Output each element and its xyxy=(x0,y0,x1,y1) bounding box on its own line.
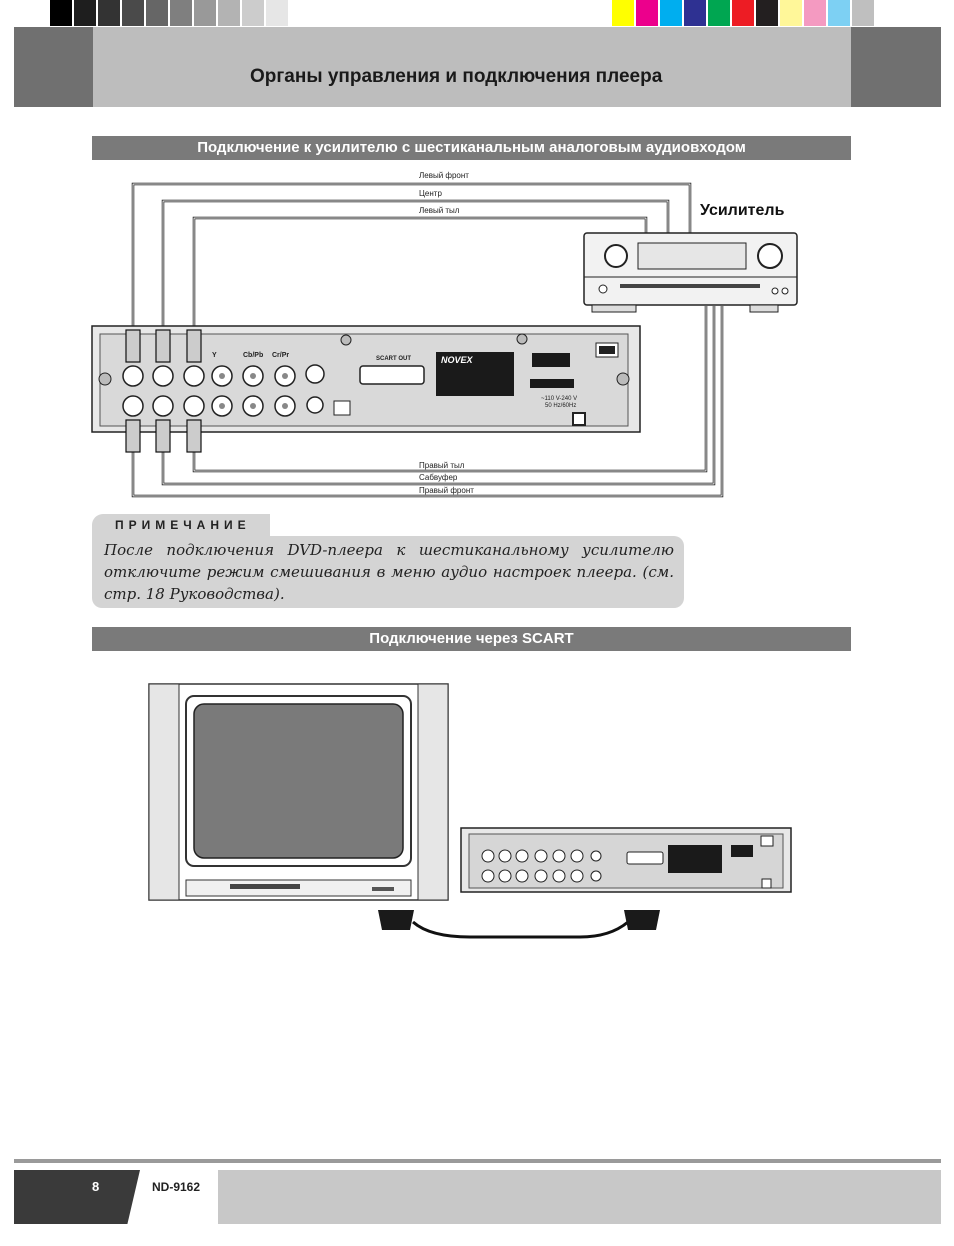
process-swatch-3 xyxy=(684,0,708,26)
note-label: ПРИМЕЧАНИЕ xyxy=(115,518,251,532)
footer-page-tab xyxy=(14,1170,140,1224)
jack-label-cr: Cr/Pr xyxy=(272,352,289,359)
dvd-player-small xyxy=(460,827,792,893)
jack-label-y: Y xyxy=(212,352,217,359)
color-calibration-process xyxy=(612,0,876,26)
wire-label-right-rear: Правый тыл xyxy=(419,461,465,470)
power-rating-line2: 50 Hz/60Hz xyxy=(545,403,576,409)
wire-label-left-front: Левый фронт xyxy=(419,171,469,180)
process-swatch-2 xyxy=(660,0,684,26)
gray-swatch-1 xyxy=(74,0,98,26)
tv-set xyxy=(148,683,449,901)
gray-swatch-10 xyxy=(290,0,314,26)
model-name: ND-9162 xyxy=(152,1180,201,1194)
note-text: После подключения DVD-плеера к шестикана… xyxy=(104,541,674,603)
process-swatch-0 xyxy=(612,0,636,26)
process-swatch-7 xyxy=(780,0,804,26)
process-swatch-9 xyxy=(828,0,852,26)
section-title-6ch: Подключение к усилителю с шестиканальным… xyxy=(92,136,851,160)
note-tab xyxy=(92,514,270,536)
footer-band xyxy=(218,1170,941,1224)
jack-label-cb: Cb/Pb xyxy=(243,352,263,359)
dvd-player-rear-panel: Y Cb/Pb Cr/Pr SCART OUT NOVEX ~110 V-240… xyxy=(91,325,641,453)
scart-cable xyxy=(378,910,660,939)
process-swatch-6 xyxy=(756,0,780,26)
footer-rule xyxy=(14,1159,941,1163)
header-right-block xyxy=(851,27,941,107)
section-title-scart: Подключение через SCART xyxy=(92,627,851,651)
power-rating-line1: ~110 V-240 V xyxy=(541,396,577,402)
gray-swatch-6 xyxy=(194,0,218,26)
scart-out-label: SCART OUT xyxy=(376,356,411,362)
page-title: Органы управления и подключения плеера xyxy=(250,66,663,87)
note-box xyxy=(92,536,684,608)
amplifier-label: Усилитель xyxy=(700,202,785,219)
wire-label-center: Центр xyxy=(419,189,442,198)
color-calibration-grays xyxy=(50,0,314,26)
gray-swatch-4 xyxy=(146,0,170,26)
gray-swatch-2 xyxy=(98,0,122,26)
wire-label-left-rear: Левый тыл xyxy=(419,206,460,215)
process-swatch-1 xyxy=(636,0,660,26)
header-band xyxy=(14,27,941,107)
gray-swatch-7 xyxy=(218,0,242,26)
gray-swatch-8 xyxy=(242,0,266,26)
process-swatch-4 xyxy=(708,0,732,26)
process-swatch-5 xyxy=(732,0,756,26)
gray-swatch-9 xyxy=(266,0,290,26)
brand-label: NOVEX xyxy=(441,355,474,365)
page-number: 8 xyxy=(92,1179,100,1194)
gray-swatch-3 xyxy=(122,0,146,26)
header-left-block xyxy=(14,27,93,107)
amplifier-device xyxy=(583,232,798,313)
gray-swatch-0 xyxy=(50,0,74,26)
gray-swatch-5 xyxy=(170,0,194,26)
process-swatch-10 xyxy=(852,0,876,26)
wire-label-right-front: Правый фронт xyxy=(419,486,474,495)
process-swatch-8 xyxy=(804,0,828,26)
wire-label-subwoofer: Сабвуфер xyxy=(419,473,458,482)
